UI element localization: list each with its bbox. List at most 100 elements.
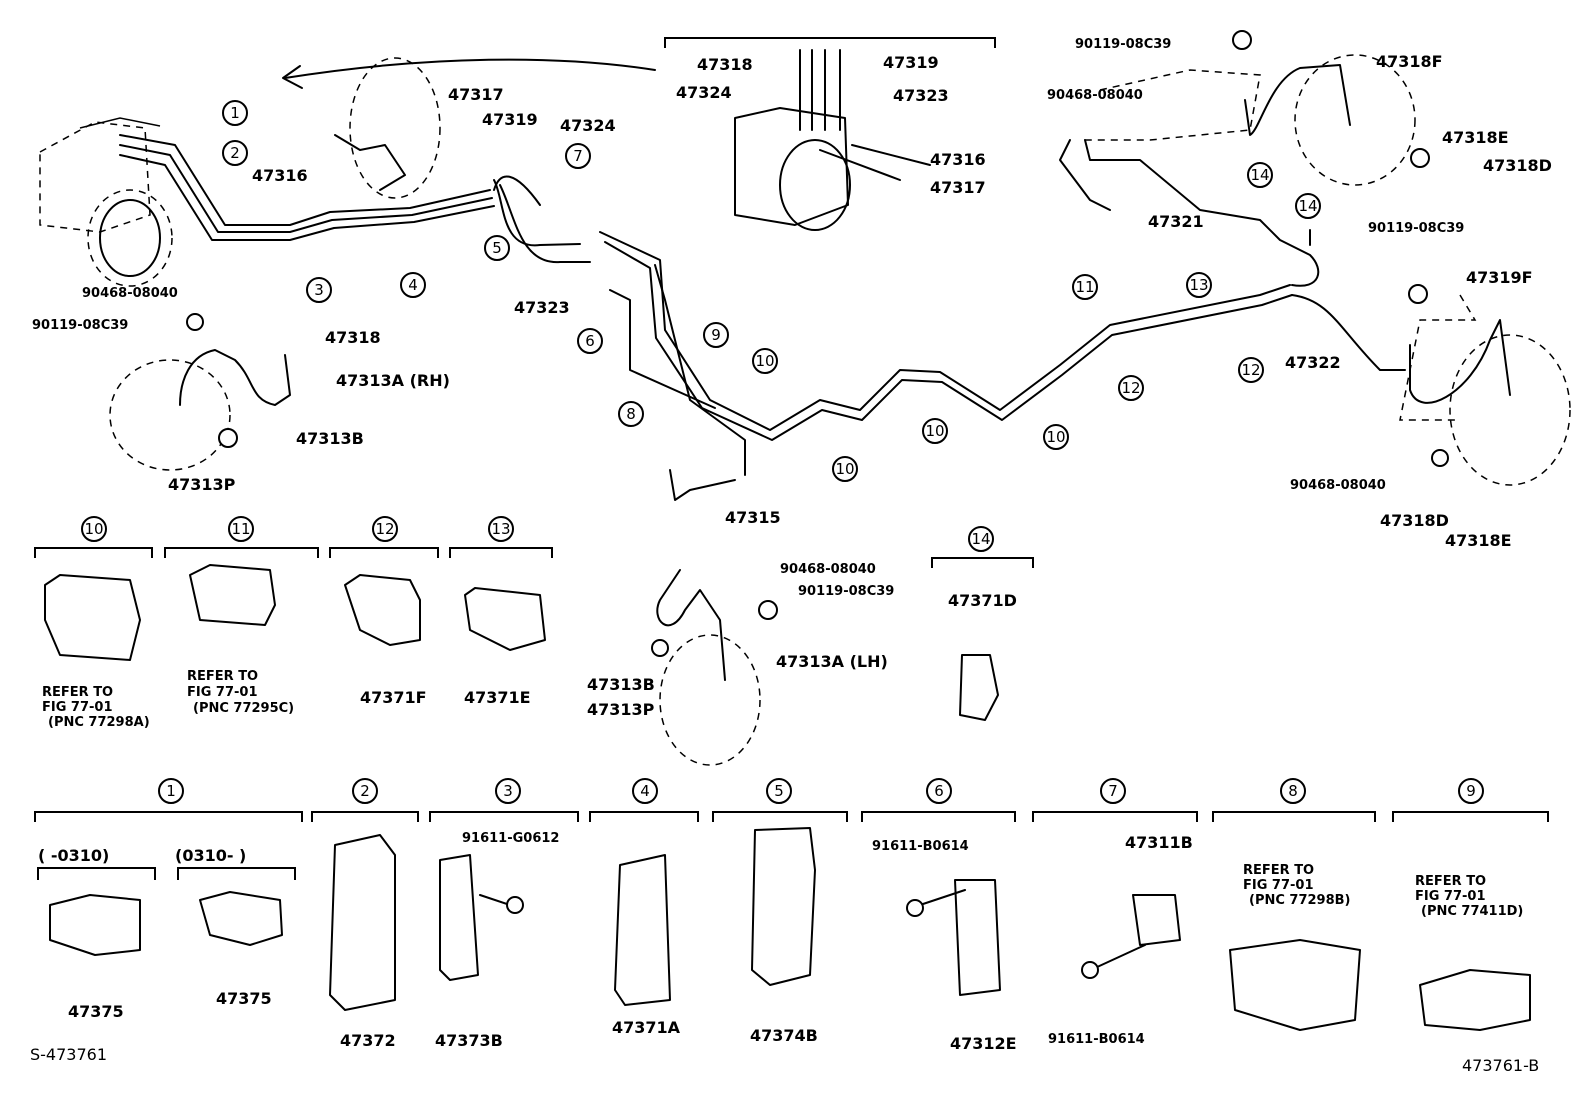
label-47323: 47323 — [514, 298, 570, 317]
callout-10: 10 — [81, 516, 107, 542]
callout-1: 1 — [222, 100, 248, 126]
label-47324: 47324 — [676, 83, 732, 102]
label-pnc: (PNC 77298B) — [1249, 893, 1351, 908]
callout-14: 14 — [1295, 193, 1321, 219]
abs-inset — [734, 49, 931, 231]
label-47318: 47318 — [697, 55, 753, 74]
clip-47311B — [1132, 894, 1181, 946]
label-47372: 47372 — [340, 1031, 396, 1050]
label-refer-to: REFER TO — [1243, 863, 1315, 878]
label-47318E: 47318E — [1445, 531, 1512, 550]
label-47315: 47315 — [725, 508, 781, 527]
clip-47312E — [954, 879, 1001, 996]
callout-1: 1 — [158, 778, 184, 804]
label-90119-08C39: 90119-08C39 — [1075, 37, 1172, 52]
label-47322: 47322 — [1285, 353, 1341, 372]
label-pnc: (PNC 77295C) — [193, 701, 295, 716]
callout-14: 14 — [968, 526, 994, 552]
label-fig: FIG 77-01 — [42, 700, 113, 715]
label-47312E: 47312E — [950, 1034, 1017, 1053]
callout-11: 11 — [228, 516, 254, 542]
clip-11 — [189, 564, 276, 626]
callout-13: 13 — [488, 516, 514, 542]
figure-code-left: S-473761 — [30, 1045, 108, 1064]
label-47316: 47316 — [252, 166, 308, 185]
clip-47372 — [329, 834, 396, 1011]
callout-8: 8 — [1280, 778, 1306, 804]
abs-actuator-left — [39, 117, 173, 287]
clip-47375-a — [49, 894, 141, 956]
callout-5: 5 — [484, 235, 510, 261]
label-91611-G0612: 91611-G0612 — [462, 831, 560, 846]
callout-13: 13 — [1186, 272, 1212, 298]
label-47318D: 47318D — [1483, 156, 1552, 175]
callout-5: 5 — [766, 778, 792, 804]
front-right-wheel-outline — [109, 359, 231, 471]
callout-3: 3 — [306, 277, 332, 303]
callout-12: 12 — [372, 516, 398, 542]
label-fig: FIG 77-01 — [1243, 878, 1314, 893]
callout-10: 10 — [752, 348, 778, 374]
label-90468-08040: 90468-08040 — [1290, 478, 1386, 493]
clip-47371F — [344, 574, 421, 646]
label-47316: 47316 — [930, 150, 986, 169]
label-90468-08040: 90468-08040 — [780, 562, 876, 577]
label-fig: FIG 77-01 — [1415, 889, 1486, 904]
clip-47371D — [959, 654, 999, 721]
label-47319: 47319 — [883, 53, 939, 72]
label-47375: 47375 — [216, 989, 272, 1008]
callout-7: 7 — [565, 143, 591, 169]
label-47371A: 47371A — [612, 1018, 681, 1037]
figure-code-right: 473761-B — [1462, 1056, 1540, 1075]
label-90468-08040: 90468-08040 — [1047, 88, 1143, 103]
front-left-wheel-outline — [659, 634, 761, 766]
label-47313B: 47313B — [296, 429, 364, 448]
callout-12: 12 — [1118, 375, 1144, 401]
label-47371E: 47371E — [464, 688, 531, 707]
label-refer-to: REFER TO — [187, 669, 259, 684]
label-47318D: 47318D — [1380, 511, 1449, 530]
callout-8: 8 — [618, 401, 644, 427]
clip-47371A — [614, 854, 671, 1006]
label-47313A-RH: 47313A (RH) — [336, 371, 450, 390]
label-47313P: 47313P — [587, 700, 655, 719]
clip-47371E — [464, 587, 546, 651]
callout-12: 12 — [1238, 357, 1264, 383]
callout-9: 9 — [703, 322, 729, 348]
callout-10: 10 — [922, 418, 948, 444]
label-90468-08040: 90468-08040 — [82, 286, 178, 301]
label-47319: 47319 — [482, 110, 538, 129]
label-91611-B0614: 91611-B0614 — [1048, 1032, 1145, 1047]
label-pnc: (PNC 77411D) — [1421, 904, 1524, 919]
label-47313B: 47313B — [587, 675, 655, 694]
clip-47374B — [751, 827, 816, 986]
callout-3: 3 — [495, 778, 521, 804]
callout-6: 6 — [577, 328, 603, 354]
label-90119-08C39: 90119-08C39 — [1368, 221, 1465, 236]
callout-2: 2 — [222, 140, 248, 166]
label-range-to-0310: ( -0310) — [38, 846, 110, 865]
label-47375: 47375 — [68, 1002, 124, 1021]
clip-47375-b — [199, 891, 283, 946]
rear-left-wheel-outline — [1449, 334, 1571, 486]
label-47313P: 47313P — [168, 475, 236, 494]
label-47318: 47318 — [325, 328, 381, 347]
callout-10: 10 — [1043, 424, 1069, 450]
direction-arrow — [284, 58, 656, 79]
callout-10: 10 — [832, 456, 858, 482]
label-47323: 47323 — [893, 86, 949, 105]
label-47317: 47317 — [930, 178, 986, 197]
brake-booster-outline — [349, 57, 441, 199]
callout-7: 7 — [1100, 778, 1126, 804]
label-47317: 47317 — [448, 85, 504, 104]
label-90119-08C39: 90119-08C39 — [798, 584, 895, 599]
callout-2: 2 — [352, 778, 378, 804]
label-fig: FIG 77-01 — [187, 685, 258, 700]
label-range-from-0310: (0310- ) — [175, 846, 247, 865]
label-47321: 47321 — [1148, 212, 1204, 231]
label-47371F: 47371F — [360, 688, 427, 707]
clip-8 — [1229, 939, 1361, 1031]
callout-9: 9 — [1458, 778, 1484, 804]
label-47319F: 47319F — [1466, 268, 1533, 287]
